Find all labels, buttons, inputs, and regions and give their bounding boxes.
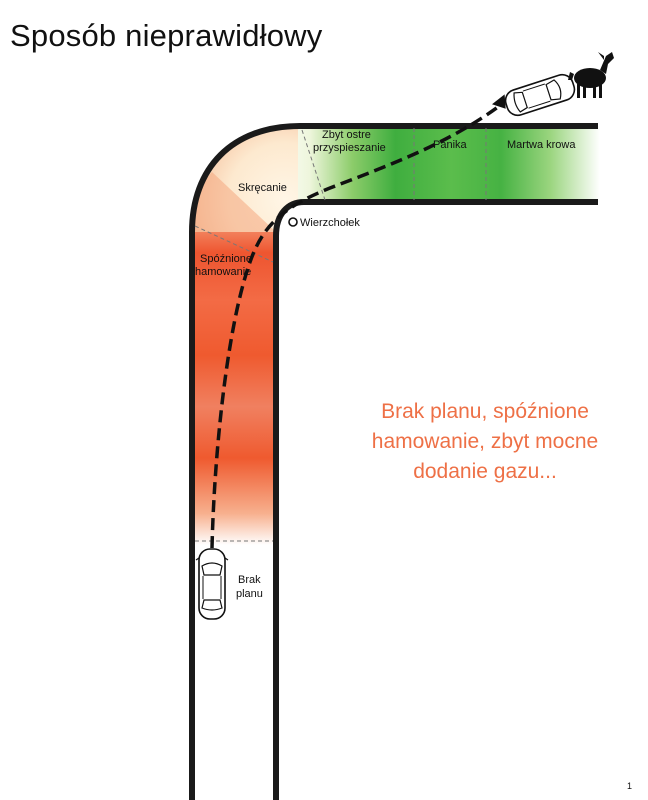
label-panika: Panika [433, 139, 468, 151]
caption-line: hamowanie, zbyt mocne [371, 430, 599, 453]
cow-icon [568, 52, 614, 98]
label-martwa-krowa: Martwa krowa [507, 139, 576, 151]
path-arrowhead [492, 94, 506, 109]
caption-line: dodanie gazu... [413, 460, 557, 483]
label-spoznione-hamowanie: hamowanie [195, 266, 251, 278]
label-spoznione-hamowanie: Spóźnione [200, 253, 252, 265]
label-przyspieszanie: przyspieszanie [313, 142, 386, 154]
label-brak-planu: Brak [238, 574, 261, 586]
label-wierzcholek: Wierzchołek [300, 217, 360, 229]
road-inner-edge [273, 199, 598, 800]
car-icon [195, 548, 229, 620]
apex-marker-icon [288, 217, 298, 227]
zone-dividers [194, 128, 487, 542]
page-title: Sposób nieprawidłowy [10, 18, 323, 53]
car-icon [504, 73, 576, 117]
label-zbyt-ostre: Zbyt ostre [322, 129, 371, 141]
road-outer-edge [189, 123, 598, 800]
caption: Brak planu, spóźnione hamowanie, zbyt mo… [340, 397, 630, 487]
page-number: 1 [627, 781, 633, 791]
driving-path [210, 102, 504, 549]
caption-line: Brak planu, spóźnione [381, 400, 589, 423]
label-brak-planu: planu [236, 588, 263, 600]
label-skrecanie: Skręcanie [238, 182, 287, 194]
road-vertical [192, 230, 276, 800]
